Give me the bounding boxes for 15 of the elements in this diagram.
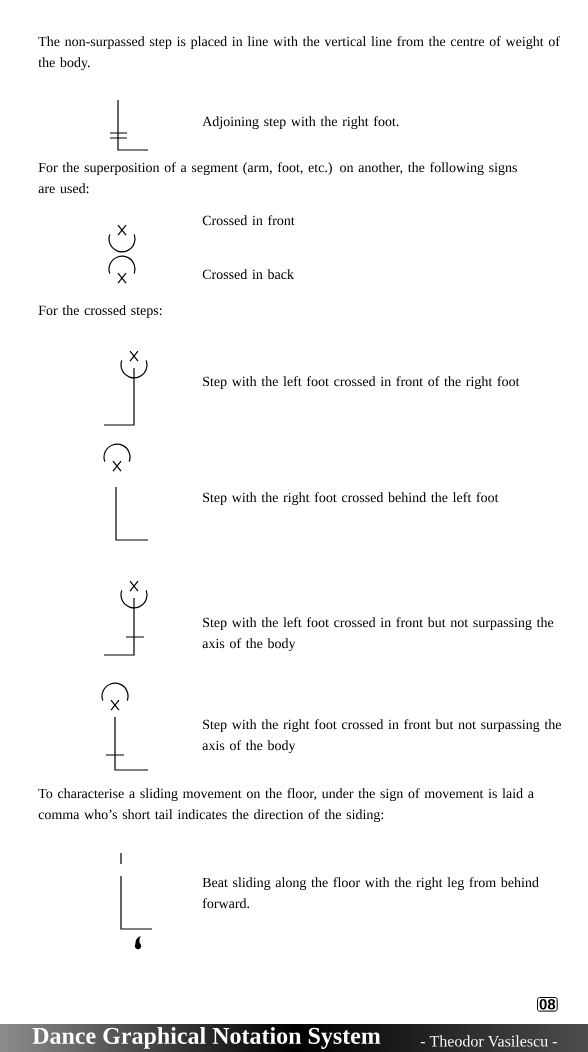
symbol-caption: Step with the left foot crossed in front but not surpassing the axis of the body bbox=[202, 617, 554, 652]
page-number: 08 bbox=[537, 997, 558, 1012]
symbol-caption: Step with the right foot crossed behind the left foot bbox=[203, 492, 499, 506]
author-name: - Theodor Vasilescu - bbox=[420, 1035, 557, 1047]
paragraph: The non-surpassed step is placed in line with the vertical line from the centre of weight of the body. bbox=[38, 36, 560, 71]
paragraph: To characterise a sliding movement on the floor, under the sign of movement is laid a comma who’s short tail indicates the direction of the siding: bbox=[38, 788, 534, 823]
footer-title: Dance Graphical Notation System bbox=[32, 1027, 381, 1049]
symbol-caption: Crossed in front bbox=[202, 215, 295, 226]
symbol-caption: Beat sliding along the floor with the right leg from behind forward. bbox=[202, 877, 539, 909]
symbol-caption: Crossed in back bbox=[202, 269, 294, 280]
symbol-caption: Step with the right foot crossed in front but not surpassing the axis of the body bbox=[202, 719, 561, 754]
paragraph: For the superposition of a segment (arm, foot, etc.) on another, the following signs are used: bbox=[38, 162, 517, 194]
symbol-caption: Step with the left foot crossed in front of the right foot bbox=[203, 376, 520, 390]
paragraph: For the crossed steps: bbox=[38, 305, 162, 318]
symbol-caption: Adjoining step with the right foot. bbox=[202, 116, 399, 130]
